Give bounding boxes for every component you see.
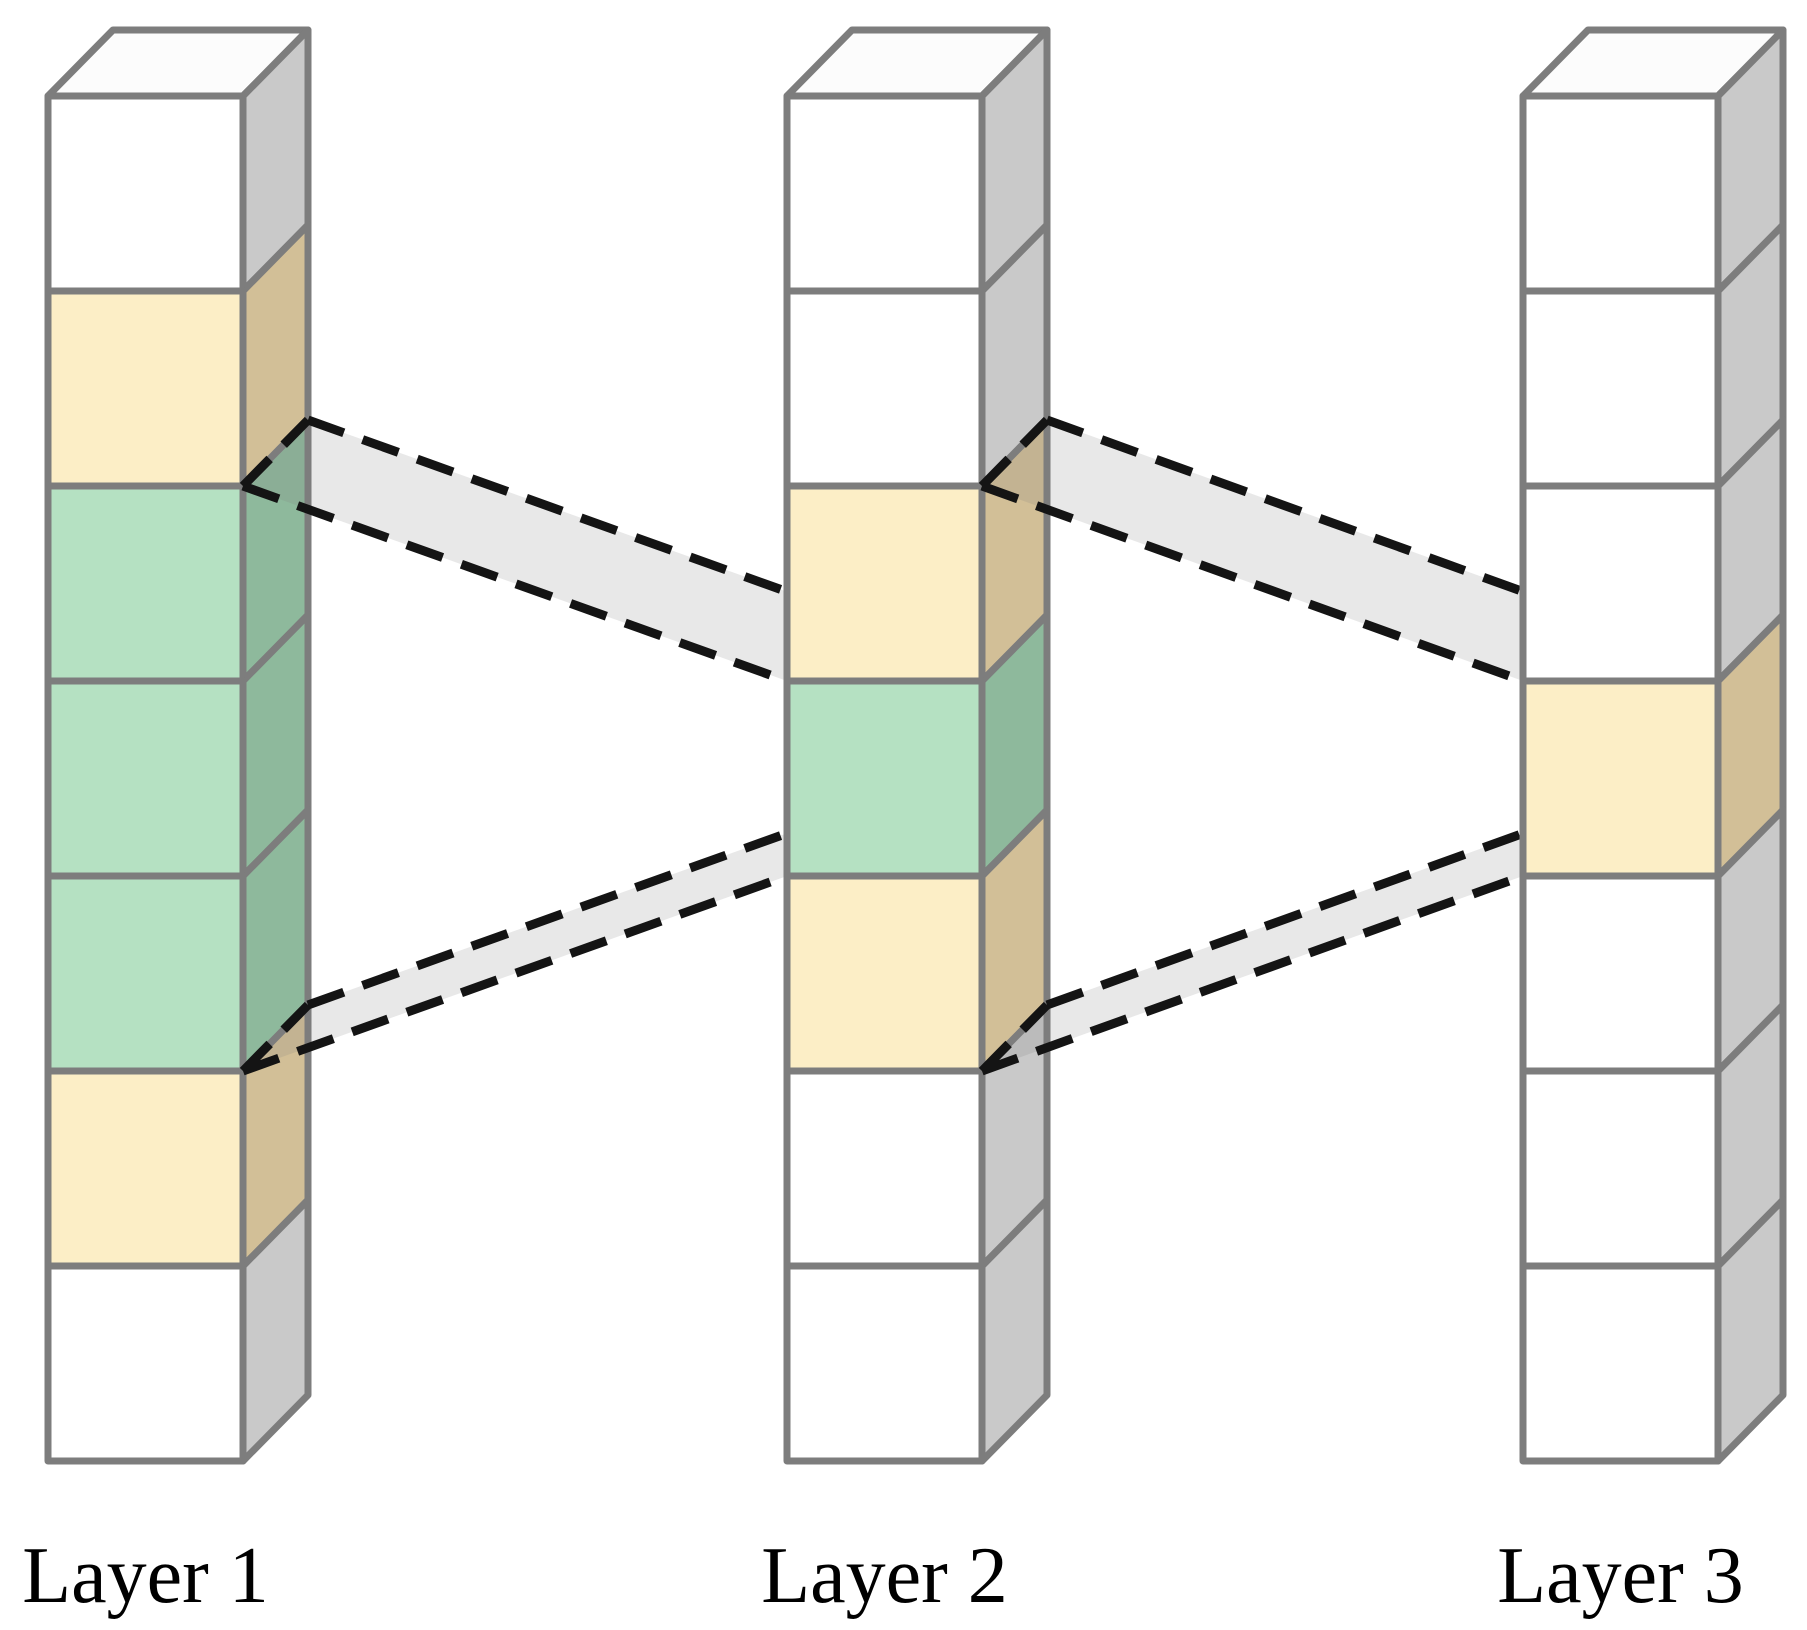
band-dashed-line [239, 415, 789, 686]
front-face-cell-3-green [44, 482, 247, 685]
column-layer-1 [44, 26, 312, 1465]
column-label-2: Layer 2 [761, 1532, 1008, 1620]
band-top-layer2-layer3 [978, 415, 1525, 686]
column-layer-3 [1519, 26, 1787, 1465]
front-face-cell-7-white [1519, 1262, 1722, 1465]
front-face-cell-2-white [783, 287, 986, 490]
band-bottom-layer2-layer3 [978, 829, 1525, 1076]
front-face-cell-3-yellow [783, 482, 986, 685]
column-label-3: Layer 3 [1497, 1532, 1744, 1620]
front-face-cell-2-white [1519, 287, 1722, 490]
band-bottom-layer1-layer2 [239, 829, 789, 1076]
band-fill [243, 833, 787, 1071]
band-fill [243, 420, 787, 681]
front-face-cell-1-white [1519, 92, 1722, 295]
front-face-cell-7-white [44, 1262, 247, 1465]
column-layer-2 [783, 26, 1051, 1465]
band-dashed-line [978, 415, 1525, 686]
band-dashed-line [239, 829, 789, 1076]
band-fill [982, 420, 1523, 681]
band-dashed-line [978, 829, 1525, 1076]
front-face-cell-4-yellow [1519, 677, 1722, 880]
column-label-1: Layer 1 [22, 1532, 269, 1620]
front-face-cell-1-white [44, 92, 247, 295]
front-face-cell-1-white [783, 92, 986, 295]
front-face-cell-5-green [44, 872, 247, 1075]
front-face-cell-5-white [1519, 872, 1722, 1075]
band-fill [982, 833, 1523, 1071]
front-face-cell-7-white [783, 1262, 986, 1465]
front-face-cell-5-yellow [783, 872, 986, 1075]
band-top-layer1-layer2 [239, 415, 789, 686]
front-face-cell-6-white [783, 1067, 986, 1270]
front-face-cell-4-green [44, 677, 247, 880]
front-face-cell-6-yellow [44, 1067, 247, 1270]
front-face-cell-4-green [783, 677, 986, 880]
front-face-cell-6-white [1519, 1067, 1722, 1270]
front-face-cell-3-white [1519, 482, 1722, 685]
front-face-cell-2-yellow [44, 287, 247, 490]
